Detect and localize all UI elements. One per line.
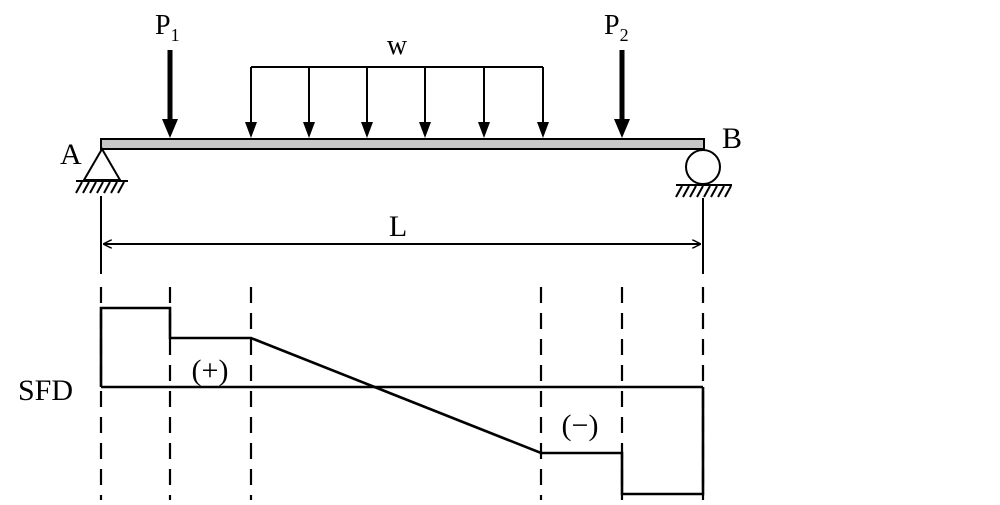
label-w: w [387,30,408,61]
sfd-negative-sign: (−) [562,409,599,442]
roller-support-b [675,149,732,198]
label-b: B [722,122,742,155]
pin-support-a [75,147,128,194]
distributed-load-w [245,66,549,138]
label-l: L [389,210,407,243]
point-load-p1-arrow [162,50,178,138]
label-a: A [60,138,82,171]
label-p1: P1 [155,10,180,45]
sfd-guide-lines [99,287,705,500]
point-load-p2-arrow [614,50,630,138]
label-p2: P2 [604,10,629,45]
sfd-curve [99,306,705,496]
span-dimension-l [100,196,704,274]
sfd-label: SFD [18,374,73,407]
beam [100,138,705,150]
sfd-positive-sign: (+) [192,354,229,387]
